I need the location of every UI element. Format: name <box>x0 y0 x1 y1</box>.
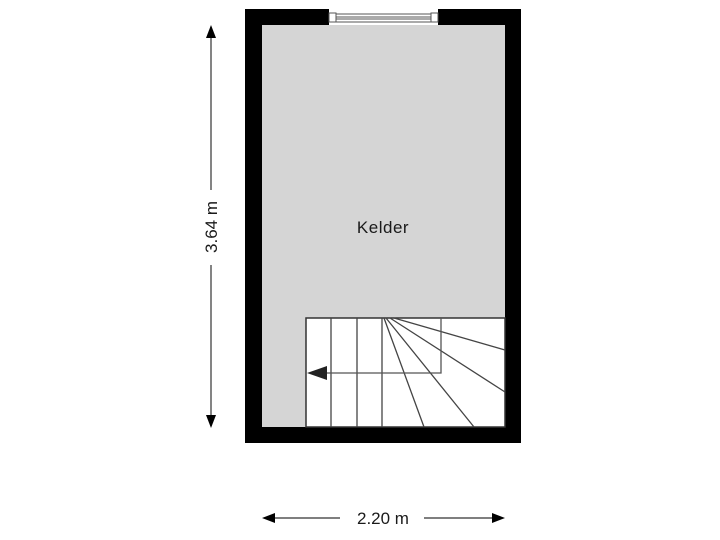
height-label: 3.64 m <box>202 201 221 253</box>
width-label: 2.20 m <box>357 509 409 528</box>
arrow-down-icon <box>206 415 216 428</box>
staircase <box>305 317 506 428</box>
stair-direction-arrow-icon <box>307 366 327 380</box>
arrow-left-icon <box>262 513 275 523</box>
arrow-right-icon <box>492 513 505 523</box>
arrow-up-icon <box>206 25 216 38</box>
window <box>328 9 439 25</box>
room-label: Kelder <box>357 218 409 237</box>
height-dimension: 3.64 m <box>202 25 221 428</box>
width-dimension: 2.20 m <box>262 509 505 528</box>
